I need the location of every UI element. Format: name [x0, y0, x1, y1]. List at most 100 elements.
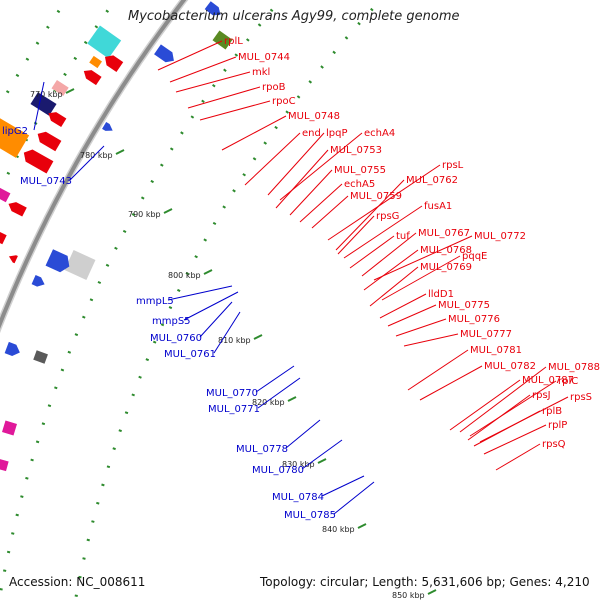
- tick-mark-3: [203, 269, 213, 275]
- forward-gene-label: MUL_0755: [334, 165, 386, 176]
- reverse-gene-label: MUL_0760: [150, 333, 202, 344]
- forward-gene-label: MUL_0788: [548, 362, 600, 373]
- forward-gene-label: MUL_0768: [420, 245, 472, 256]
- forward-gene-label: MUL_0753: [330, 145, 382, 156]
- gene-feature-15: [8, 202, 27, 217]
- tick-mark-1: [115, 149, 125, 155]
- forward-leader-line: [349, 235, 395, 269]
- tick-label: 770 kbp: [30, 90, 63, 99]
- forward-leader-line: [483, 424, 547, 455]
- forward-leader-line: [373, 235, 473, 281]
- forward-gene-label: mkl: [252, 67, 270, 78]
- forward-leader-line: [335, 179, 405, 251]
- forward-gene-label: MUL_0777: [460, 329, 512, 340]
- forward-leader-line: [381, 255, 461, 301]
- reverse-leader-line: [213, 311, 241, 354]
- reverse-gene-label: MUL_0780: [252, 465, 304, 476]
- forward-gene-label: MUL_0787: [522, 375, 574, 386]
- tick-label: 850 kbp: [392, 591, 425, 600]
- gene-feature-18: [8, 255, 18, 264]
- reverse-gene-label: MUL_0761: [164, 349, 216, 360]
- reverse-leader-line: [69, 145, 105, 181]
- forward-leader-line: [469, 380, 557, 437]
- forward-leader-line: [299, 183, 343, 223]
- forward-gene-label: end: [302, 128, 321, 139]
- tick-mark-7: [357, 523, 367, 529]
- forward-gene-label: lldD1: [428, 289, 454, 300]
- forward-gene-label: MUL_0759: [350, 191, 402, 202]
- reverse-gene-label: MUL_0770: [206, 388, 258, 399]
- forward-leader-line: [363, 249, 419, 291]
- forward-leader-line: [311, 195, 349, 229]
- reverse-leader-line: [333, 481, 375, 515]
- forward-gene-label: MUL_0748: [288, 111, 340, 122]
- reverse-gene-label: MUL_0771: [208, 404, 260, 415]
- reverse-leader-line: [285, 419, 321, 449]
- gene-feature-7: [51, 79, 69, 97]
- forward-leader-line: [467, 394, 531, 441]
- forward-gene-label: MUL_0767: [418, 228, 470, 239]
- tick-label: 780 kbp: [80, 151, 113, 160]
- forward-leader-line: [169, 56, 237, 83]
- forward-leader-line: [187, 86, 261, 109]
- gene-feature-8: [30, 92, 57, 116]
- forward-leader-line: [199, 100, 271, 121]
- tick-mark-4: [253, 334, 263, 340]
- tick-label: 830 kbp: [282, 460, 315, 469]
- forward-gene-label: rplP: [548, 420, 567, 431]
- forward-leader-line: [403, 333, 459, 347]
- gene-feature-46: [33, 350, 48, 364]
- gene-feature-6: [83, 70, 102, 86]
- forward-gene-label: MUL_0772: [474, 231, 526, 242]
- reverse-leader-line: [167, 285, 233, 301]
- forward-gene-label: rplC: [558, 376, 578, 387]
- forward-leader-line: [361, 232, 417, 277]
- forward-leader-line: [473, 410, 541, 447]
- forward-gene-label: rpsQ: [542, 439, 566, 450]
- topology-text: Topology: circular; Length: 5,631,606 bp…: [260, 575, 590, 589]
- forward-leader-line: [289, 169, 333, 216]
- forward-leader-line: [407, 349, 469, 391]
- gene-feature-1: [212, 30, 233, 50]
- forward-gene-label: fusA1: [424, 201, 452, 212]
- forward-leader-line: [175, 71, 251, 93]
- forward-gene-label: MUL_0776: [448, 314, 500, 325]
- gene-feature-11: [37, 131, 62, 152]
- forward-leader-line: [369, 266, 419, 307]
- reverse-leader-line: [255, 365, 295, 393]
- forward-gene-label: MUL_0769: [420, 262, 472, 273]
- forward-leader-line: [495, 443, 541, 471]
- gene-feature-17: [0, 228, 7, 245]
- forward-gene-label: rpoB: [262, 82, 286, 93]
- tick-label: 840 kbp: [322, 525, 355, 534]
- reverse-leader-line: [33, 81, 45, 131]
- reverse-gene-label: lipG2: [2, 126, 28, 137]
- reverse-gene-label: mmpL5: [136, 296, 174, 307]
- forward-gene-label: echA4: [364, 128, 395, 139]
- forward-gene-label: MUL_0775: [438, 300, 490, 311]
- reverse-leader-line: [321, 475, 365, 497]
- forward-leader-line: [244, 132, 301, 186]
- reverse-leader-line: [183, 291, 239, 321]
- forward-leader-line: [221, 115, 287, 151]
- reverse-gene-label: MUL_0743: [20, 176, 72, 187]
- gene-feature-45: [4, 341, 20, 356]
- gene-feature-42: [64, 250, 96, 280]
- reverse-gene-label: MUL_0778: [236, 444, 288, 455]
- forward-leader-line: [327, 164, 441, 241]
- forward-leader-line: [275, 149, 329, 209]
- tick-mark-0: [65, 88, 75, 94]
- gene-feature-13: [0, 187, 11, 203]
- forward-leader-line: [459, 366, 547, 433]
- forward-gene-label: tuf: [396, 231, 410, 242]
- tick-mark-2: [163, 208, 173, 214]
- forward-gene-label: rpsL: [442, 160, 464, 171]
- gene-feature-9: [48, 112, 67, 127]
- forward-gene-label: MUL_0744: [238, 52, 290, 63]
- forward-leader-line: [395, 318, 447, 337]
- forward-leader-line: [419, 365, 483, 401]
- gene-feature-44: [31, 275, 45, 287]
- gene-feature-12: [23, 149, 54, 174]
